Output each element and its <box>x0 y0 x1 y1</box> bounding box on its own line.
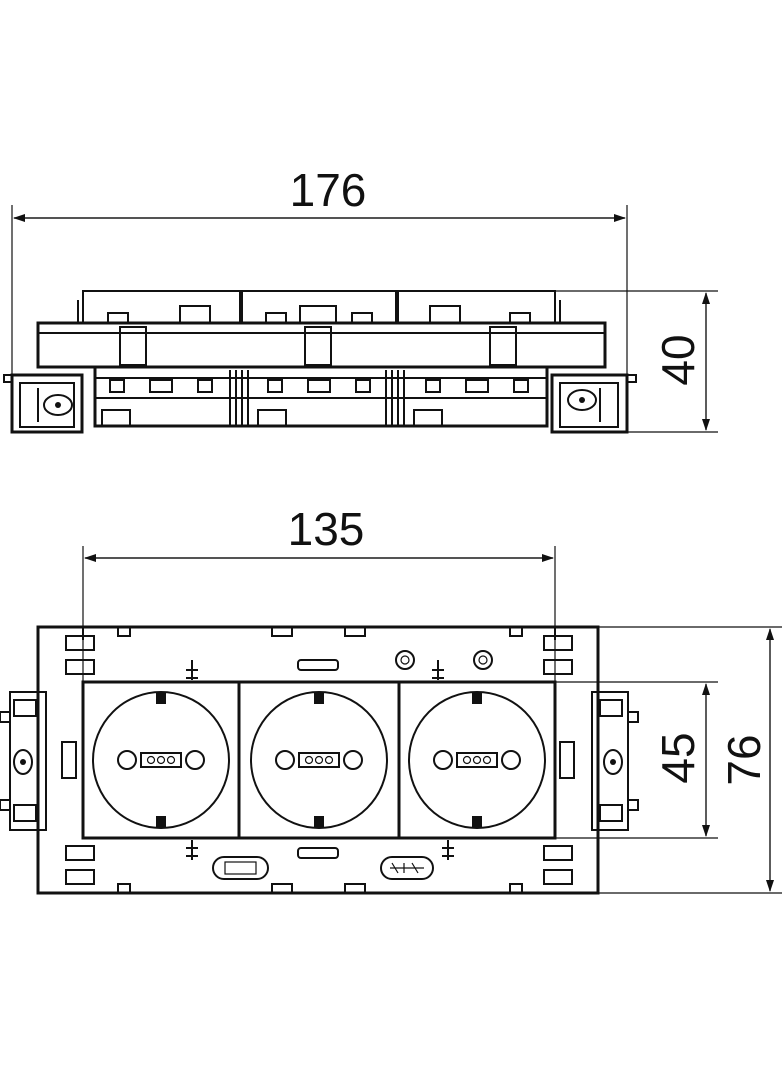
certification-mark-icon <box>380 856 434 880</box>
dimension-40-label: 40 <box>652 334 704 385</box>
dimension-135-label: 135 <box>288 503 365 555</box>
dimension-176-label: 176 <box>290 164 367 216</box>
socket-3 <box>408 691 546 829</box>
screw-icon <box>395 650 415 670</box>
front-view: 135 45 76 <box>0 503 782 895</box>
dimension-45-label: 45 <box>652 732 704 783</box>
socket-1 <box>92 691 230 829</box>
dimension-40: 40 <box>652 292 710 431</box>
left-mounting-bracket <box>3 373 84 434</box>
frame-plate <box>36 625 600 895</box>
dimension-76: 76 <box>718 628 774 892</box>
label-slot-icon <box>212 856 269 880</box>
dimension-45: 45 <box>652 683 710 837</box>
right-side-clip <box>559 691 639 831</box>
dimension-76-label: 76 <box>718 734 770 785</box>
dimension-176: 176 <box>13 164 626 222</box>
dimension-135: 135 <box>84 503 554 562</box>
left-side-clip <box>0 691 77 831</box>
screw-icon <box>473 650 493 670</box>
socket-2 <box>250 691 388 829</box>
right-mounting-bracket <box>550 373 637 434</box>
side-view: 176 40 <box>3 164 718 434</box>
